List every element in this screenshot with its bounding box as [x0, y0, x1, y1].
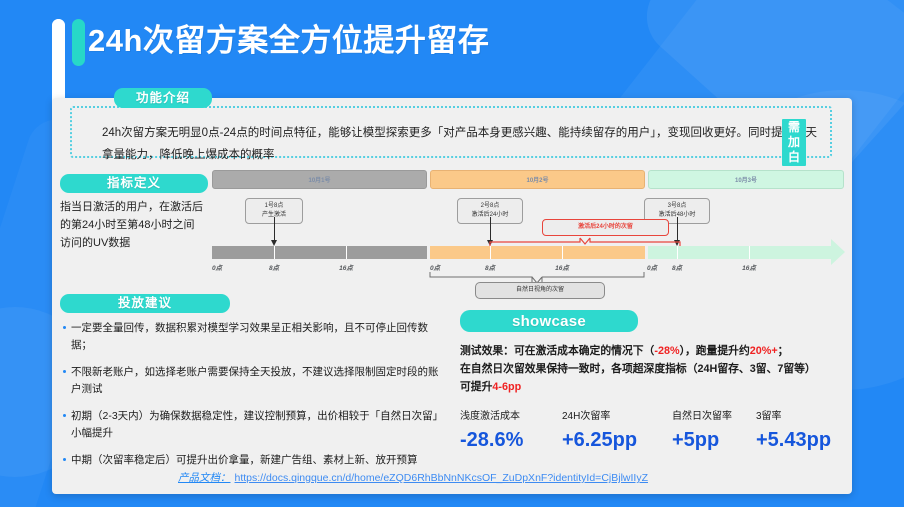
- showcase-highlight-3: 4-6pp: [492, 381, 522, 393]
- intro-box: 24h次留方案无明显0点-24点的时间点特征，能够让模型探索更多「对产品本身更感…: [70, 106, 832, 166]
- needs-badge-char-1: 需: [787, 120, 800, 134]
- timeline-arrow-3: [674, 217, 680, 246]
- section-pill-intro: 功能介绍: [114, 88, 212, 108]
- timeline-callout-3-line2: 激活后48小时: [658, 212, 696, 218]
- timeline-segment-day3: [648, 246, 832, 259]
- intro-text: 24h次留方案无明显0点-24点的时间点特征，能够让模型探索更多「对产品本身更感…: [102, 127, 817, 161]
- footer-label: 产品文档：: [178, 472, 231, 484]
- footer: 产品文档： https://docs.qingque.cn/d/home/eZQ…: [178, 470, 648, 485]
- showcase-highlight-1: -28%: [654, 345, 680, 357]
- timeline-tick-label: 0点: [646, 265, 658, 272]
- timeline-tick-label: 8点: [671, 265, 683, 272]
- timeline-tick-label: 8点: [268, 265, 280, 272]
- showcase-section: showcase 测试效果：可在激活成本确定的情况下（-28%），跑量提升约20…: [460, 310, 842, 453]
- metric-value: -28.6%: [460, 429, 524, 451]
- showcase-desc-part-3: ；: [777, 345, 789, 357]
- metric-card: 自然日次留率 +5pp: [672, 410, 756, 453]
- metric-value: +5pp: [672, 429, 720, 451]
- timeline-tick: [490, 246, 491, 259]
- timeline-callout-1-line1: 1号8点: [264, 203, 284, 209]
- showcase-desc-part-2: ），跑量提升约: [679, 345, 750, 357]
- timeline-tick-label: 16点: [555, 265, 569, 272]
- timeline-tick-label: 16点: [339, 265, 353, 272]
- showcase-description: 测试效果：可在激活成本确定的情况下（-28%），跑量提升约20%+； 在自然日次…: [460, 342, 842, 396]
- content-card: 功能介绍 24h次留方案无明显0点-24点的时间点特征，能够让模型探索更多「对产…: [52, 88, 852, 494]
- metric-card: 3留率 +5.43pp: [756, 410, 842, 453]
- timeline-day-header-1: 10月1号: [212, 170, 427, 189]
- timeline-callout-3-line1: 3号8点: [667, 203, 687, 209]
- advice-item: 一定要全量回传，数据积累对模型学习效果呈正相关影响，且不可停止回传数据；: [62, 320, 442, 354]
- section-pill-showcase: showcase: [460, 310, 638, 332]
- timeline-tick: [274, 246, 275, 259]
- timeline-tick: [677, 246, 678, 259]
- section-pill-definition: 指标定义: [60, 174, 208, 193]
- timeline-tick-label: 0点: [429, 265, 441, 272]
- red-connector: [489, 237, 681, 248]
- advice-item: 初期（2-3天内）为确保数据稳定性，建议控制预算，出价相较于「自然日次留」小幅提…: [62, 408, 442, 442]
- definition-description: 指当日激活的用户，在激活后的第24小时至第48小时之间访问的UV数据: [60, 201, 203, 249]
- timeline-tick: [749, 246, 750, 259]
- title-accent-bars: [52, 19, 85, 91]
- metric-label: 自然日次留率: [672, 411, 732, 422]
- needs-badge-char-3: 白: [787, 150, 800, 164]
- metric-card: 浅度激活成本 -28.6%: [460, 410, 562, 453]
- metric-label: 24H次留率: [562, 411, 611, 422]
- timeline-segment-day1: [212, 246, 427, 259]
- title-accent-bar-white: [52, 19, 65, 91]
- timeline-callout-1-line2: 产生激活: [261, 212, 286, 218]
- footer-doc-link[interactable]: https://docs.qingque.cn/d/home/eZQD6RhBb…: [234, 472, 648, 484]
- metrics-row: 浅度激活成本 -28.6% 24H次留率 +6.25pp 自然日次留率 +5pp…: [460, 410, 842, 453]
- showcase-highlight-2: 20%+: [749, 345, 778, 357]
- timeline-tick-label: 16点: [742, 265, 756, 272]
- timeline-tick: [562, 246, 563, 259]
- title-accent-bar-teal: [72, 19, 85, 66]
- section-pill-advice: 投放建议: [60, 294, 230, 313]
- timeline-day-header-2: 10月2号: [430, 170, 645, 189]
- timeline-arrow-1: [271, 217, 277, 246]
- metric-value: +6.25pp: [562, 429, 638, 451]
- timeline-tick-label: 8点: [484, 265, 496, 272]
- timeline-day-header-3: 10月3号: [648, 170, 844, 189]
- brace-annotation-box: 自然日视角的次留: [475, 282, 605, 299]
- red-annotation-box: 激活后24小时的次留: [542, 219, 669, 236]
- page-title: 24h次留方案全方位提升留存: [88, 23, 490, 58]
- advice-item: 不限新老账户，如选择老账户需要保持全天投放，不建议选择限制固定时段的账户测试: [62, 364, 442, 398]
- metric-card: 24H次留率 +6.25pp: [562, 410, 672, 453]
- advice-list: 一定要全量回传，数据积累对模型学习效果呈正相关影响，且不可停止回传数据； 不限新…: [62, 320, 442, 479]
- metric-label: 3留率: [756, 411, 782, 422]
- metric-value: +5.43pp: [756, 429, 832, 451]
- needs-whitelist-badge: 需 加 白: [782, 119, 806, 166]
- needs-badge-char-2: 加: [787, 135, 800, 149]
- showcase-desc-part-4: 可提升: [460, 381, 493, 393]
- timeline: 10月1号 10月2号 10月3号 指当日激活的用户，在激活后的第24小时至第4…: [52, 170, 852, 299]
- showcase-desc-line-2: 在自然日次留效果保持一致时，各项超深度指标（24H留存、3留、7留等）: [460, 363, 816, 375]
- timeline-tick-label: 0点: [211, 265, 223, 272]
- timeline-callout-2-line1: 2号8点: [480, 203, 500, 209]
- timeline-arrow-tip: [831, 239, 845, 265]
- metric-label: 浅度激活成本: [460, 411, 520, 422]
- showcase-desc-part-1: 测试效果：可在激活成本确定的情况下（: [460, 345, 655, 357]
- timeline-callout-2-line2: 激活后24小时: [471, 212, 509, 218]
- timeline-segment-day2: [430, 246, 645, 259]
- timeline-tick: [346, 246, 347, 259]
- advice-item: 中期（次留率稳定后）可提升出价拿量，新建广告组、素材上新、放开预算: [62, 452, 442, 469]
